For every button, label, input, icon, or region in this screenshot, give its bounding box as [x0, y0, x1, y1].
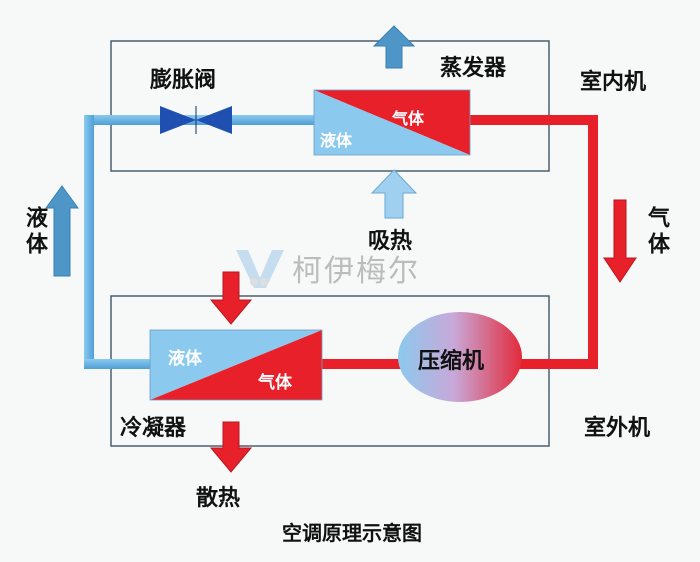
evaporator-label: 蒸发器	[440, 56, 507, 81]
diagram-caption: 空调原理示意图	[282, 521, 422, 545]
up-arrow-icon	[372, 25, 416, 69]
condenser-gas-label: 气体	[258, 373, 292, 393]
condenser-block	[149, 329, 323, 401]
liquid-flow-arrow-icon	[45, 185, 79, 277]
condenser-liquid-label: 液体	[168, 349, 202, 369]
dissipate-heat-label: 散热	[196, 486, 241, 511]
expansion-valve-label: 膨胀阀	[150, 68, 217, 93]
into-condenser-arrow-icon	[209, 271, 253, 325]
dissipate-heat-arrow-icon	[209, 421, 253, 473]
watermark-text: 柯伊梅尔	[292, 254, 420, 289]
gas-pipe	[322, 115, 598, 369]
evaporator-gas-label: 气体	[392, 109, 425, 128]
evaporator-block	[313, 89, 471, 156]
compressor-body	[398, 312, 522, 402]
evaporator-liquid-label: 液体	[320, 131, 353, 150]
gas-flow-arrow-icon	[603, 199, 637, 283]
indoor-unit-box	[110, 40, 550, 172]
liquid-label: 液体	[22, 206, 47, 258]
absorb-heat-arrow-icon	[370, 169, 418, 219]
outdoor-unit-label: 室外机	[584, 416, 651, 441]
outdoor-unit-box	[110, 295, 550, 447]
gas-label: 气体	[644, 206, 669, 258]
condenser-label: 冷凝器	[120, 416, 187, 441]
expansion-valve-icon	[160, 106, 232, 134]
compressor-label: 压缩机	[418, 349, 485, 374]
indoor-unit-label: 室内机	[580, 70, 647, 95]
absorb-heat-label: 吸热	[368, 229, 413, 254]
watermark-logo-icon	[236, 250, 284, 288]
